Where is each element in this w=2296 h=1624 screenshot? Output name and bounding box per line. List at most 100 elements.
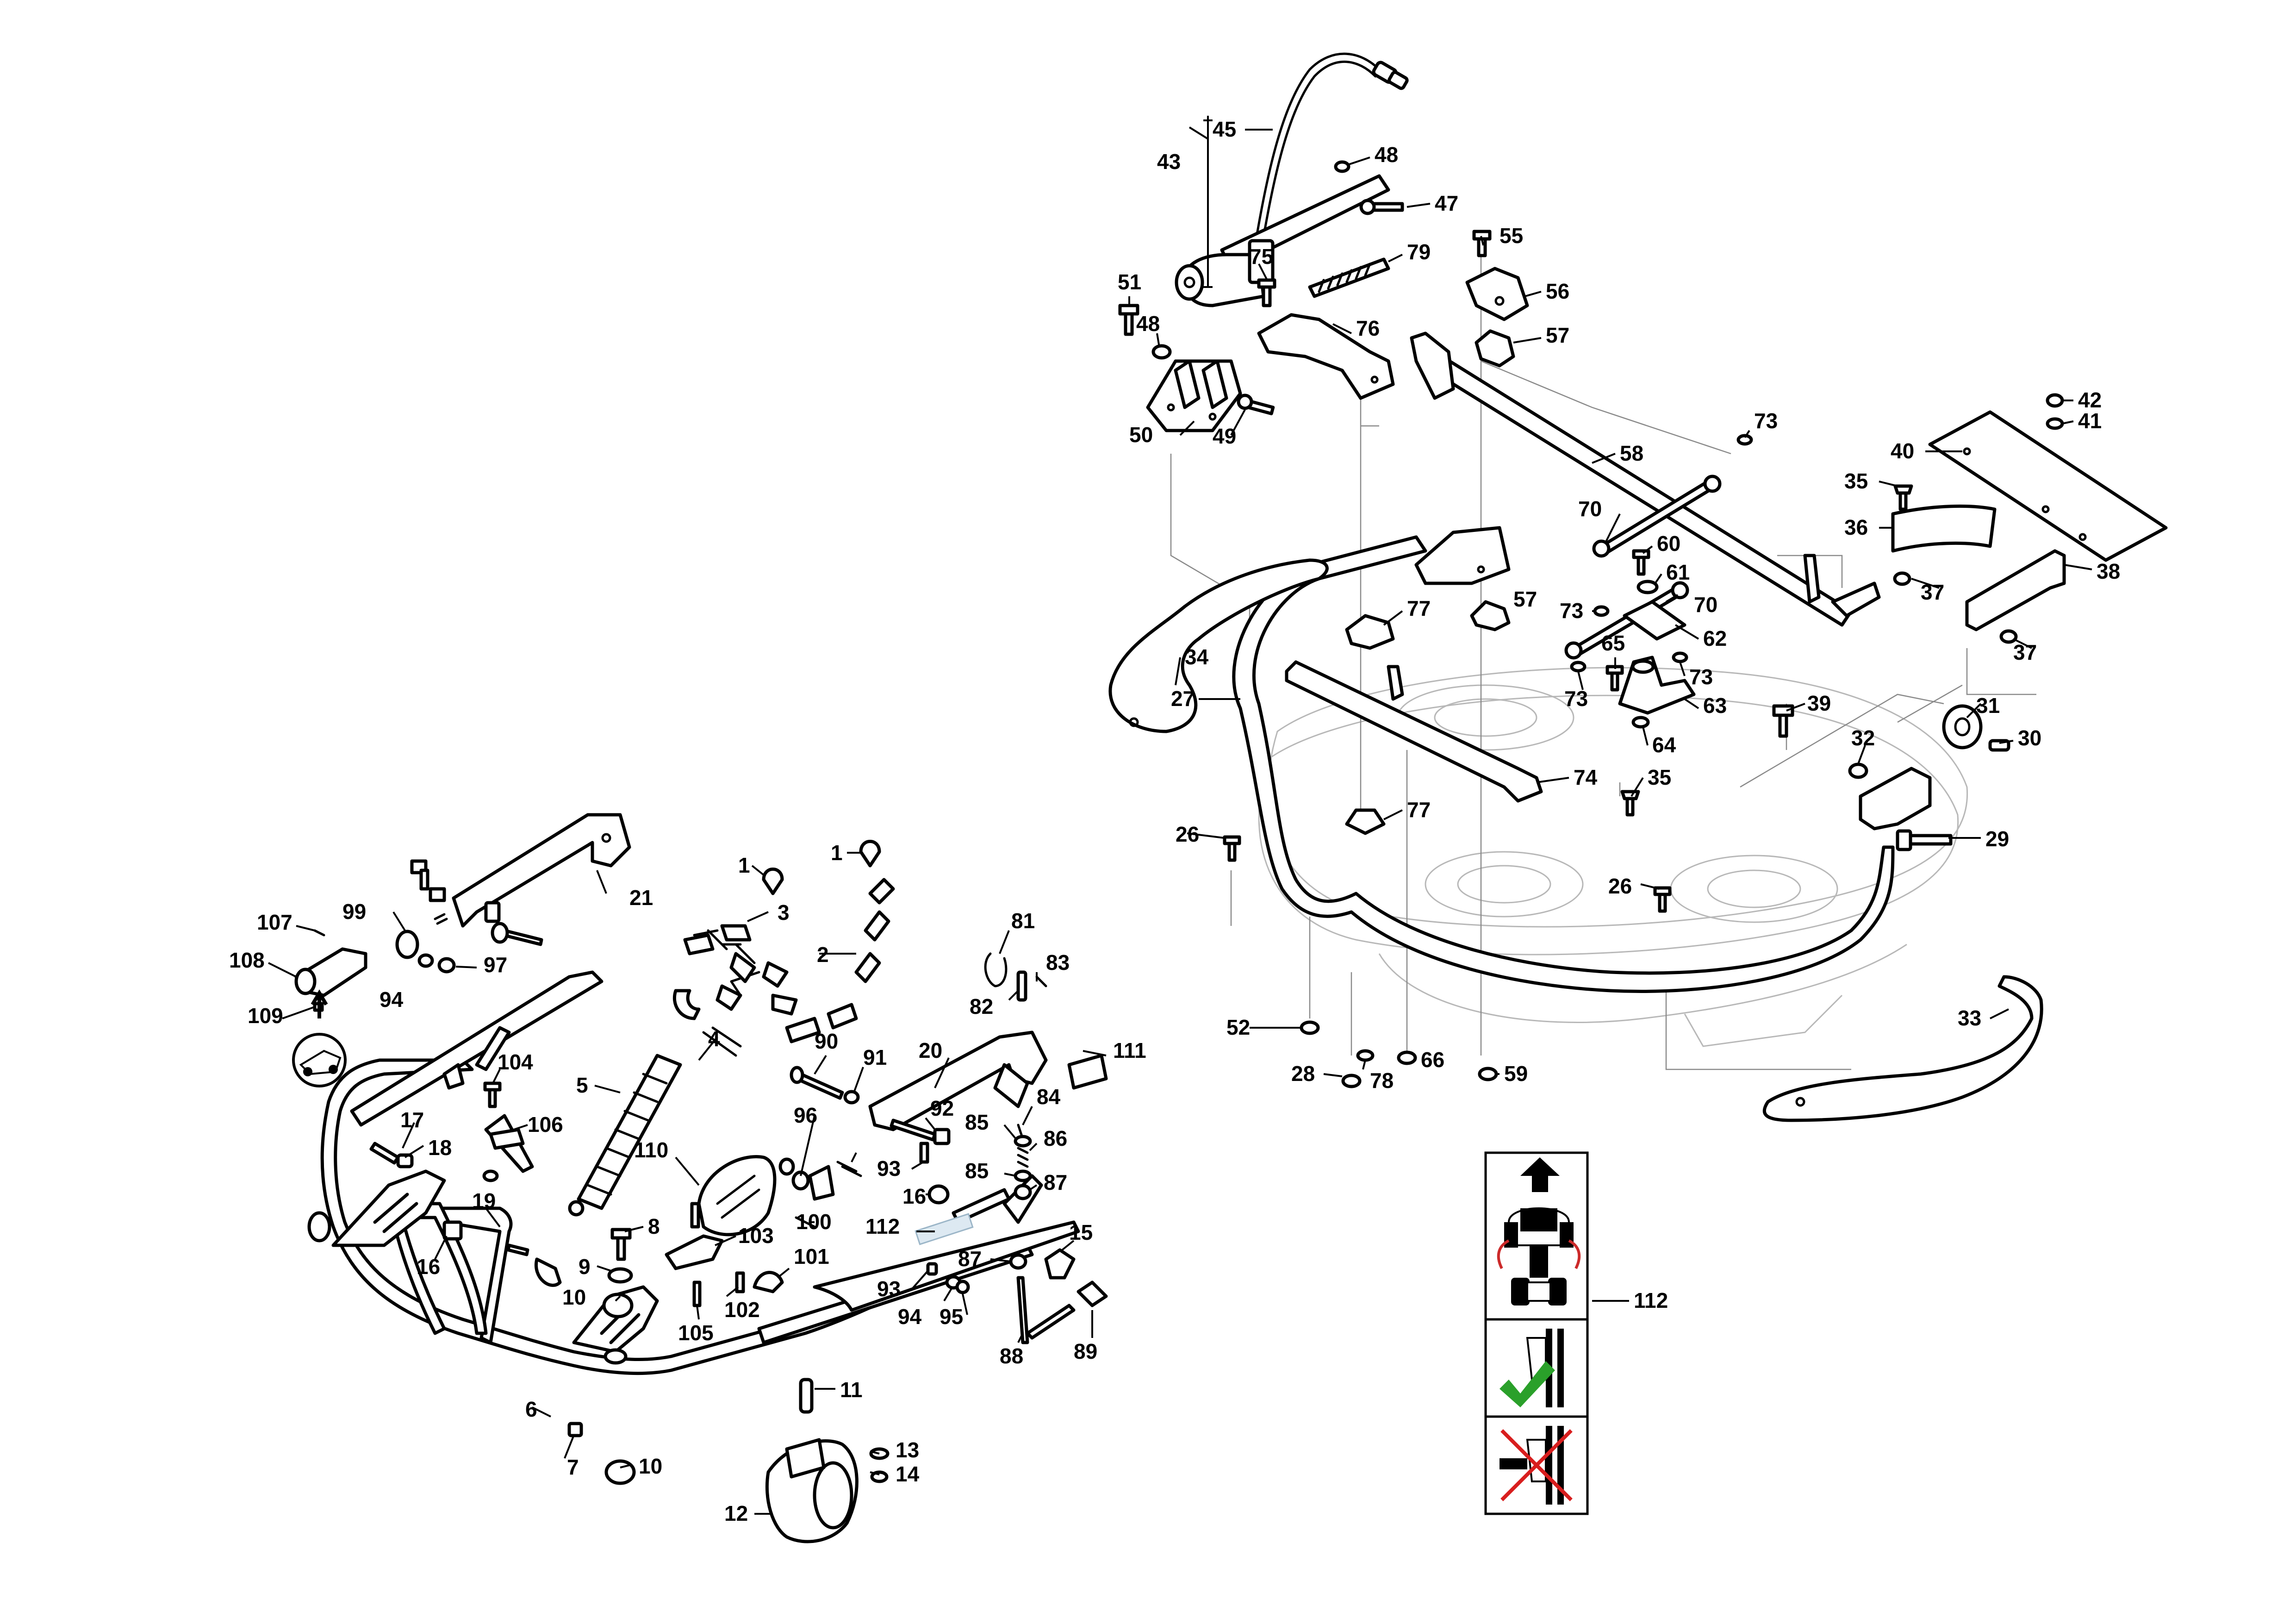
part-104-screw bbox=[442, 1063, 502, 1108]
callout-100: 100 bbox=[796, 1210, 832, 1234]
part-86-spring bbox=[1017, 1147, 1029, 1168]
part-18-bushing bbox=[396, 1153, 414, 1168]
part-left-bracket bbox=[307, 1169, 446, 1247]
callout-40: 40 bbox=[1891, 439, 1914, 463]
incorrect-lever-position-icon bbox=[1500, 1426, 1573, 1505]
part-94-washer bbox=[417, 953, 962, 1290]
part-88-rod bbox=[1016, 1276, 1076, 1344]
callout-42: 42 bbox=[2078, 388, 2102, 412]
part-42-nut bbox=[2046, 393, 2064, 408]
callout-110: 110 bbox=[634, 1138, 668, 1162]
callout-33: 33 bbox=[1958, 1006, 1981, 1030]
callout-87: 87 bbox=[958, 1247, 982, 1271]
part-101-clamp bbox=[753, 1271, 784, 1293]
callout-38: 38 bbox=[2097, 559, 2120, 583]
part-103-bracket bbox=[665, 1202, 724, 1270]
part-mount-bracket bbox=[1414, 526, 1511, 585]
callout-10: 10 bbox=[562, 1285, 586, 1309]
callout-82: 82 bbox=[970, 994, 993, 1018]
callout-32: 32 bbox=[1851, 726, 1875, 750]
part-59-nut bbox=[1478, 1067, 1498, 1081]
part-35-screw bbox=[1893, 484, 1913, 511]
callout-48: 48 bbox=[1375, 143, 1398, 167]
part-17-bolt bbox=[369, 1142, 400, 1165]
callout-2: 2 bbox=[817, 943, 829, 967]
callout-18: 18 bbox=[428, 1136, 452, 1160]
part-102-screw bbox=[735, 1271, 745, 1293]
callout-105: 105 bbox=[678, 1321, 714, 1345]
part-19-rod bbox=[506, 1243, 529, 1256]
part-65-screw bbox=[1605, 665, 1624, 692]
part-49-pin bbox=[1237, 394, 1275, 416]
callout-91: 91 bbox=[863, 1045, 887, 1069]
callout-27: 27 bbox=[1171, 687, 1195, 711]
part-21-lift-arm bbox=[452, 813, 631, 928]
part-92-bolt bbox=[890, 1118, 951, 1145]
callout-73: 73 bbox=[1754, 409, 1778, 433]
callout-93: 93 bbox=[877, 1156, 901, 1181]
callout-14: 14 bbox=[896, 1462, 920, 1486]
part-2-chain bbox=[762, 878, 895, 1043]
callout-labels: 1 1 2 3 4 5 6 7 8 9 10 10 11 12 13 14 15… bbox=[229, 117, 2120, 1525]
callout-20: 20 bbox=[919, 1038, 942, 1062]
part-105-screw bbox=[692, 1280, 702, 1307]
part-37-nut bbox=[1893, 571, 2018, 644]
part-100-pin bbox=[795, 1216, 816, 1228]
part-64-washer bbox=[1631, 716, 1650, 729]
callout-3: 3 bbox=[778, 900, 790, 924]
part-83-clip bbox=[1035, 975, 1047, 987]
callout-62: 62 bbox=[1703, 626, 1727, 650]
part-41-washer bbox=[2046, 417, 2064, 430]
part-99-spacer bbox=[395, 930, 419, 959]
callout-90: 90 bbox=[815, 1029, 838, 1053]
callout-7: 7 bbox=[567, 1455, 579, 1479]
callout-31: 31 bbox=[1976, 693, 2000, 718]
callout-65: 65 bbox=[1601, 631, 1625, 655]
callout-78: 78 bbox=[1370, 1068, 1394, 1093]
callout-45: 45 bbox=[1213, 117, 1236, 141]
callout-73: 73 bbox=[1564, 687, 1588, 711]
callout-49: 49 bbox=[1213, 424, 1236, 448]
callout-30: 30 bbox=[2018, 726, 2041, 750]
callout-106: 106 bbox=[528, 1112, 563, 1137]
callout-4: 4 bbox=[708, 1027, 720, 1051]
part-11-pin bbox=[799, 1378, 814, 1414]
callout-36: 36 bbox=[1844, 515, 1868, 539]
part-60-screw bbox=[1632, 549, 1650, 576]
callout-95: 95 bbox=[940, 1305, 963, 1329]
part-95-washer bbox=[955, 1280, 970, 1294]
callout-17: 17 bbox=[400, 1108, 424, 1132]
callout-101: 101 bbox=[794, 1244, 829, 1268]
callout-76: 76 bbox=[1356, 316, 1380, 340]
callout-83: 83 bbox=[1046, 950, 1070, 974]
callout-6: 6 bbox=[525, 1397, 537, 1421]
tractor-reverse-warning-icon bbox=[1497, 1157, 1581, 1305]
callout-79: 79 bbox=[1407, 240, 1431, 264]
part-7-nut bbox=[567, 1422, 583, 1437]
part-50-bracket bbox=[1146, 359, 1242, 432]
part-34-guard bbox=[1108, 558, 1329, 733]
callout-8: 8 bbox=[648, 1214, 660, 1238]
callout-102: 102 bbox=[724, 1298, 760, 1322]
part-56-plate bbox=[1465, 267, 1529, 321]
part-52-nut bbox=[1300, 1020, 1320, 1035]
callout-89: 89 bbox=[1074, 1339, 1097, 1363]
part-63-bracket bbox=[1618, 656, 1696, 715]
part-78-washer bbox=[1356, 1049, 1375, 1062]
part-70-rod bbox=[1592, 475, 1722, 558]
part-29-bolt bbox=[1896, 829, 1953, 851]
callout-104: 104 bbox=[498, 1050, 533, 1074]
part-5-spring bbox=[568, 1054, 682, 1217]
part-1-shackle bbox=[762, 840, 881, 895]
callout-13: 13 bbox=[896, 1438, 919, 1462]
part-96-pin bbox=[836, 1161, 862, 1177]
part-43-actuator bbox=[1175, 174, 1390, 307]
callout-70: 70 bbox=[1578, 497, 1602, 521]
callout-16: 16 bbox=[417, 1255, 440, 1279]
callout-84: 84 bbox=[1037, 1085, 1061, 1109]
callout-21: 21 bbox=[629, 886, 653, 910]
callout-58: 58 bbox=[1620, 441, 1643, 465]
part-57-bracket bbox=[1475, 329, 1515, 368]
callout-107: 107 bbox=[257, 910, 292, 934]
part-110-cover bbox=[697, 1155, 777, 1237]
